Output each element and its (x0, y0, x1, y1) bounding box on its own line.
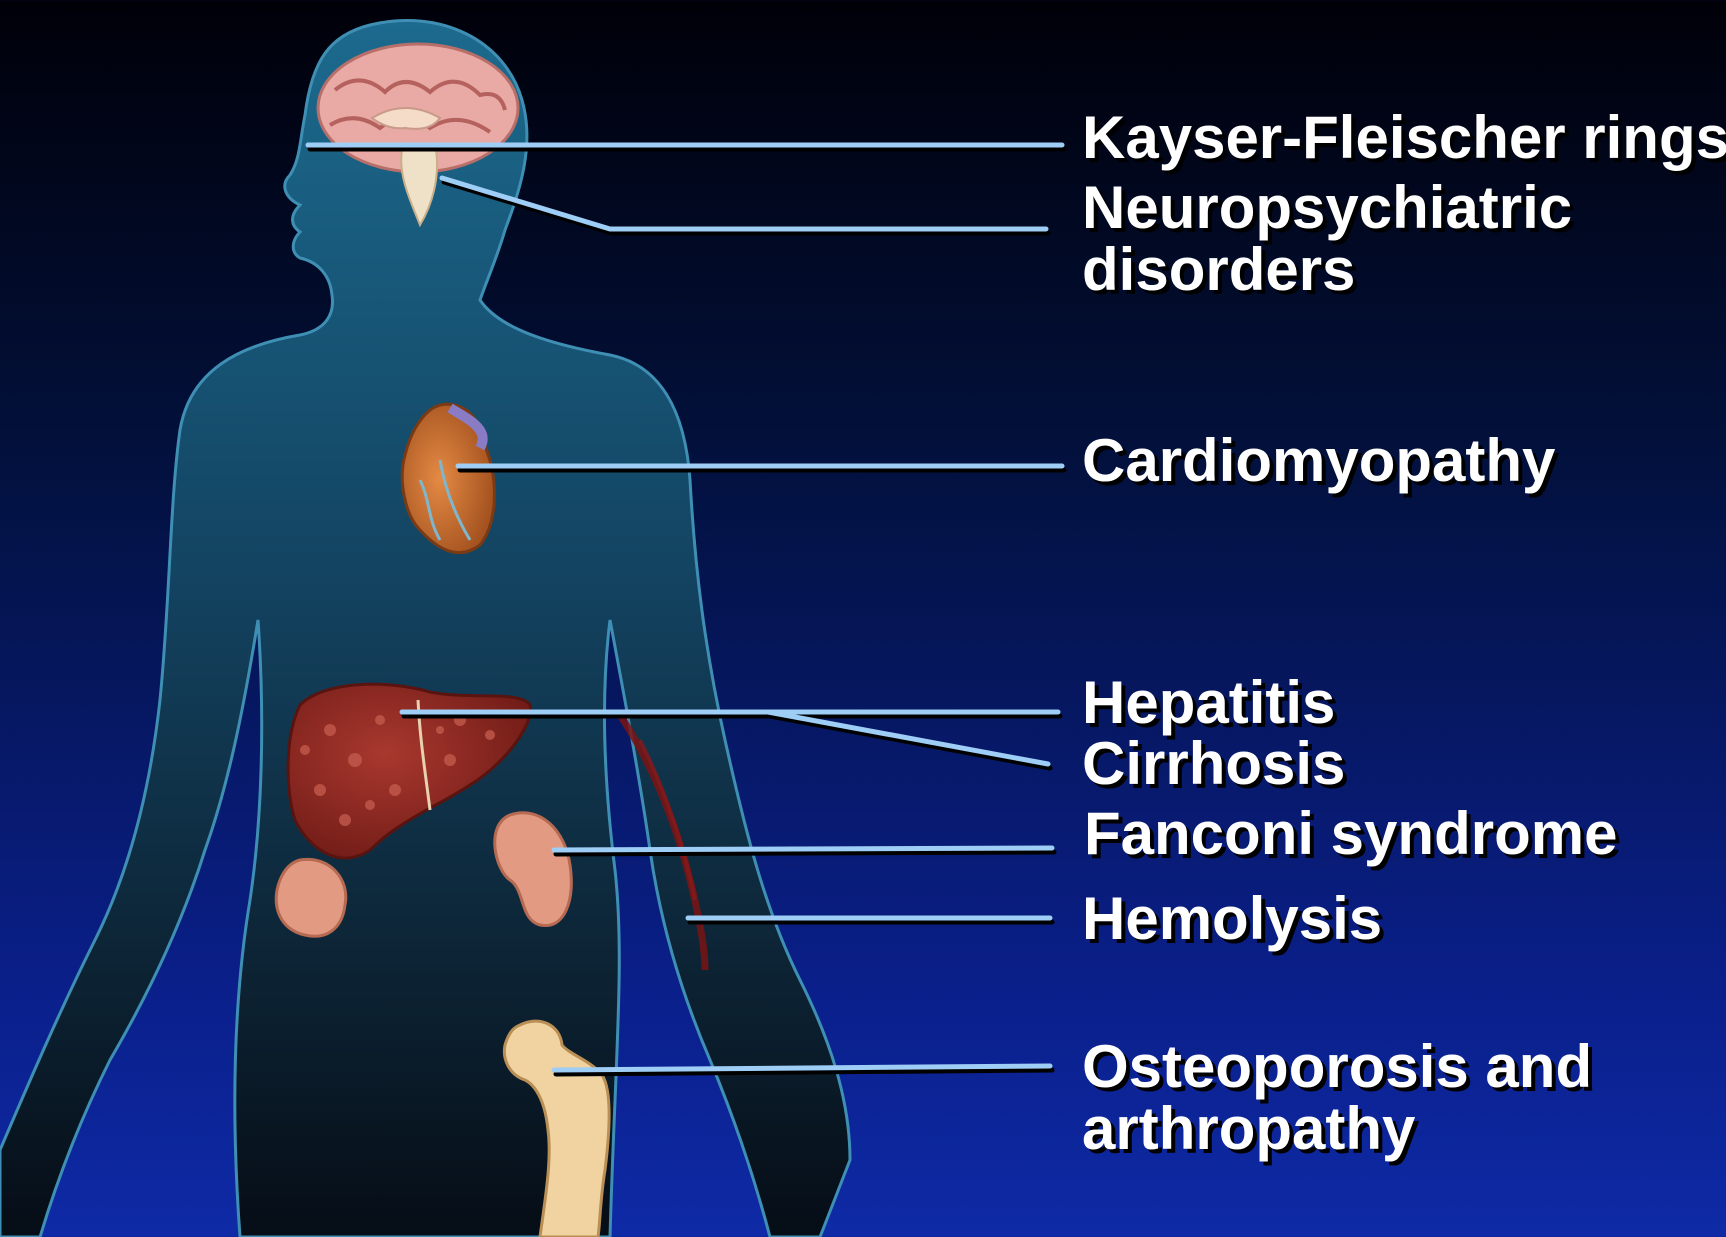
leader-line-hemolysis (688, 918, 1052, 922)
label-hemolysis-text: Hemolysis (1082, 888, 1382, 950)
label-neuropsychiatric-disorders: Neuropsychiatric disorders (1082, 177, 1572, 301)
label-cirrhosis: Cirrhosis (1082, 733, 1345, 795)
leader-line-neuro (442, 178, 1048, 233)
label-cardio-text: Cardiomyopathy (1082, 430, 1555, 492)
label-neuro-line1: Neuropsychiatric (1082, 177, 1572, 239)
label-cardiomyopathy: Cardiomyopathy (1082, 430, 1555, 492)
leader-line-cardio (458, 466, 1064, 470)
label-osteo-line1: Osteoporosis and (1082, 1036, 1592, 1098)
label-hemolysis: Hemolysis (1082, 888, 1382, 950)
leader-line-osteo (554, 1066, 1052, 1074)
leader-line-fanconi (554, 848, 1054, 854)
label-fanconi-syndrome: Fanconi syndrome (1084, 803, 1617, 865)
label-osteoporosis-arthropathy: Osteoporosis and arthropathy (1082, 1036, 1592, 1160)
leader-line-kayser (308, 145, 1064, 149)
label-cirrhosis-text: Cirrhosis (1082, 733, 1345, 795)
label-kayser-fleischer-rings: Kayser-Fleischer rings (1082, 107, 1726, 169)
label-neuro-line2: disorders (1082, 239, 1572, 301)
leader-line-cirrhosis (768, 712, 1050, 768)
label-osteo-line2: arthropathy (1082, 1098, 1592, 1160)
label-kayser-text: Kayser-Fleischer rings (1082, 107, 1726, 169)
leader-line-hepatitis (402, 712, 1060, 716)
label-hepatitis: Hepatitis (1082, 672, 1335, 734)
label-hepatitis-text: Hepatitis (1082, 672, 1335, 734)
label-fanconi-text: Fanconi syndrome (1084, 803, 1617, 865)
